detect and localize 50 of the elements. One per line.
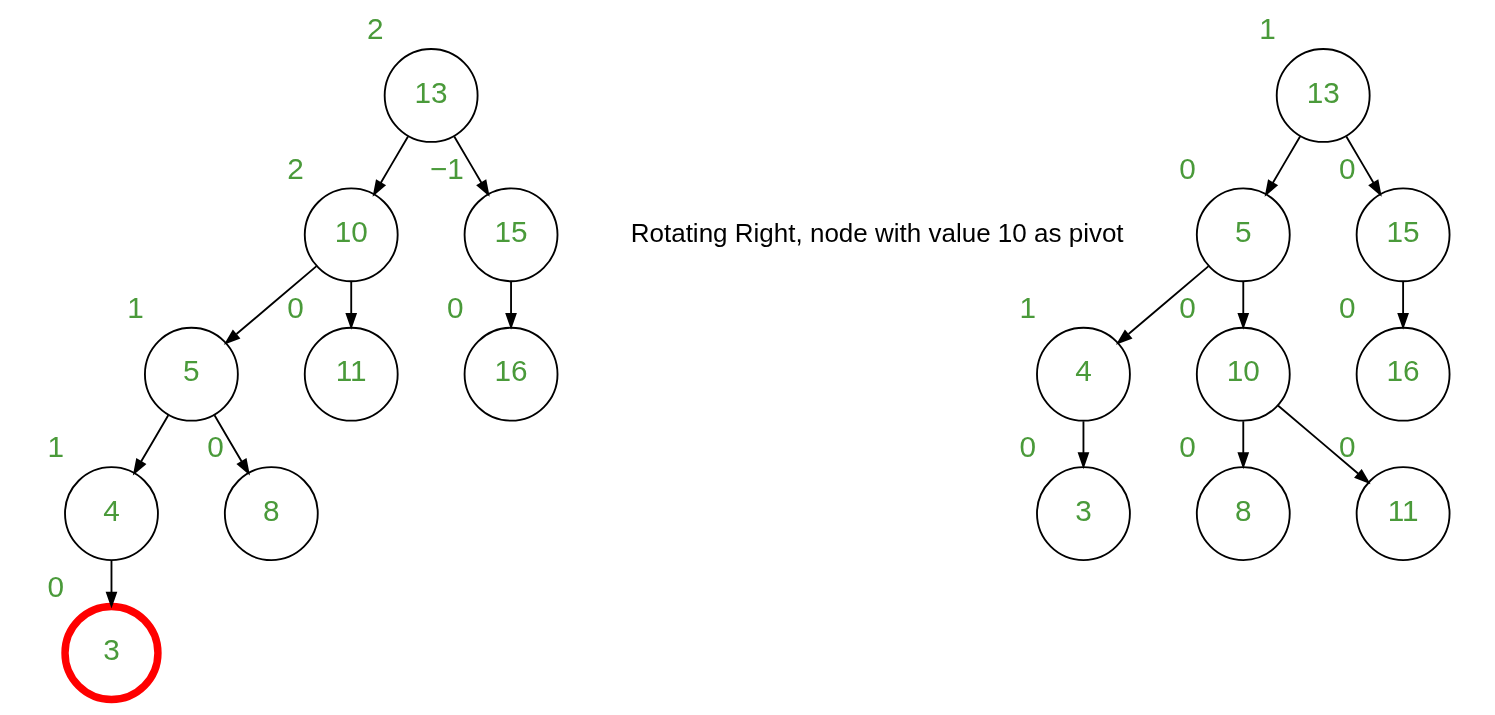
- node-label: 0: [446, 291, 464, 325]
- label: Rotating Right, node with value 10 as pivot: [630, 217, 1124, 248]
- node-circle: 8: [1195, 466, 1291, 561]
- arrow: [1396, 280, 1409, 330]
- node-label: 0: [286, 291, 304, 325]
- node-label: 0: [1338, 151, 1356, 185]
- node-circle: 10: [1195, 326, 1291, 422]
- arrow: [213, 414, 250, 476]
- node-label: 0: [1018, 430, 1036, 464]
- node-label: −1: [429, 151, 464, 185]
- arrow: [105, 559, 117, 609]
- node-label: 0: [1178, 430, 1196, 464]
- arrow: [1264, 135, 1301, 197]
- node-label: 1: [46, 430, 64, 464]
- node-label: 0: [1338, 430, 1356, 464]
- node-circle: 8: [223, 466, 319, 561]
- node-circle: 16: [463, 326, 558, 422]
- node-circle: 13: [383, 48, 479, 143]
- node-circle: 3: [60, 602, 162, 704]
- node-label: 1: [1018, 291, 1036, 325]
- arrow: [223, 265, 317, 345]
- node-circle: 15: [1355, 187, 1450, 283]
- node-label: 2: [366, 12, 384, 46]
- node-circle: 5: [1195, 187, 1291, 283]
- node-circle: 11: [303, 326, 399, 422]
- node-circle: 4: [63, 466, 159, 561]
- node-label: 1: [126, 291, 144, 325]
- arrow: [1077, 420, 1089, 470]
- node-label: 0: [1338, 291, 1356, 325]
- arrow: [1236, 280, 1249, 330]
- node-label: 0: [1178, 291, 1196, 325]
- node-circle: 10: [303, 187, 399, 283]
- node-label: 1: [1258, 12, 1276, 46]
- node-label: 0: [206, 430, 224, 464]
- arrow: [452, 135, 490, 197]
- arrow: [1115, 265, 1210, 345]
- node-circle: 3: [1035, 466, 1131, 561]
- arrow: [1276, 404, 1371, 485]
- arrow: [1236, 420, 1249, 470]
- node-label: 0: [1178, 151, 1196, 185]
- arrow: [344, 280, 357, 330]
- node-circle: 16: [1355, 326, 1450, 422]
- node-circle: 13: [1275, 48, 1371, 143]
- node-circle: 15: [463, 187, 558, 283]
- arrow: [504, 280, 517, 330]
- arrow: [372, 135, 409, 197]
- arrow: [132, 414, 169, 476]
- node-label: 2: [286, 151, 304, 185]
- node-label: 0: [46, 569, 64, 603]
- arrow: [1344, 135, 1382, 197]
